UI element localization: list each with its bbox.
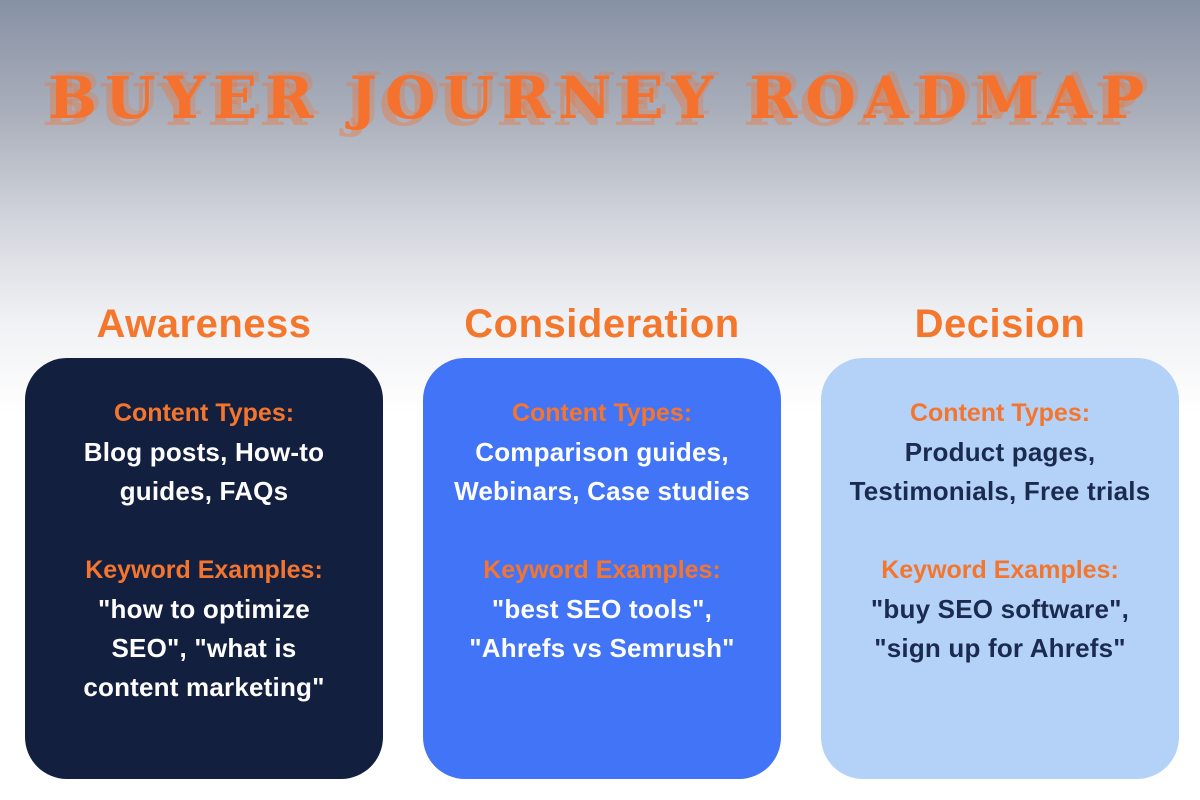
keyword-examples-label: Keyword Examples:	[881, 556, 1119, 584]
page-title: BUYER JOURNEY ROADMAP	[47, 64, 1152, 132]
content-types-section: Content Types: Product pages, Testimonia…	[829, 394, 1171, 511]
keyword-examples-label: Keyword Examples:	[85, 556, 323, 584]
stage-card-awareness: Content Types: Blog posts, How-to guides…	[25, 358, 383, 779]
content-types-label: Content Types:	[113, 399, 295, 427]
stage-card-consideration: Content Types: Comparison guides, Webina…	[423, 358, 781, 779]
content-types-label: Content Types:	[909, 399, 1091, 427]
content-types-value: Blog posts, How-to guides, FAQs	[83, 437, 325, 506]
stage-board: Awareness Content Types: Blog posts, How…	[25, 298, 1179, 779]
stage-column-decision: Decision Content Types: Product pages, T…	[821, 298, 1179, 779]
content-types-value: Comparison guides, Webinars, Case studie…	[454, 437, 750, 506]
keyword-examples-label: Keyword Examples:	[483, 556, 721, 584]
stage-heading-awareness: Awareness	[96, 302, 312, 346]
keyword-examples-value: "how to optimize SEO", "what is content …	[83, 594, 325, 702]
stage-card-decision: Content Types: Product pages, Testimonia…	[821, 358, 1179, 779]
keyword-examples-section: Keyword Examples: "buy SEO software", "s…	[829, 551, 1171, 668]
keyword-examples-value: "best SEO tools", "Ahrefs vs Semrush"	[469, 594, 735, 663]
content-types-label: Content Types:	[511, 399, 693, 427]
content-types-value: Product pages, Testimonials, Free trials	[849, 437, 1151, 506]
content-types-section: Content Types: Comparison guides, Webina…	[431, 394, 773, 511]
stage-heading-consideration: Consideration	[464, 302, 740, 346]
stage-column-consideration: Consideration Content Types: Comparison …	[423, 298, 781, 779]
content-types-section: Content Types: Blog posts, How-to guides…	[33, 394, 375, 511]
keyword-examples-section: Keyword Examples: "how to optimize SEO",…	[33, 551, 375, 707]
stage-column-awareness: Awareness Content Types: Blog posts, How…	[25, 298, 383, 779]
keyword-examples-section: Keyword Examples: "best SEO tools", "Ahr…	[431, 551, 773, 668]
stage-heading-decision: Decision	[914, 302, 1086, 346]
keyword-examples-value: "buy SEO software", "sign up for Ahrefs"	[870, 594, 1130, 663]
